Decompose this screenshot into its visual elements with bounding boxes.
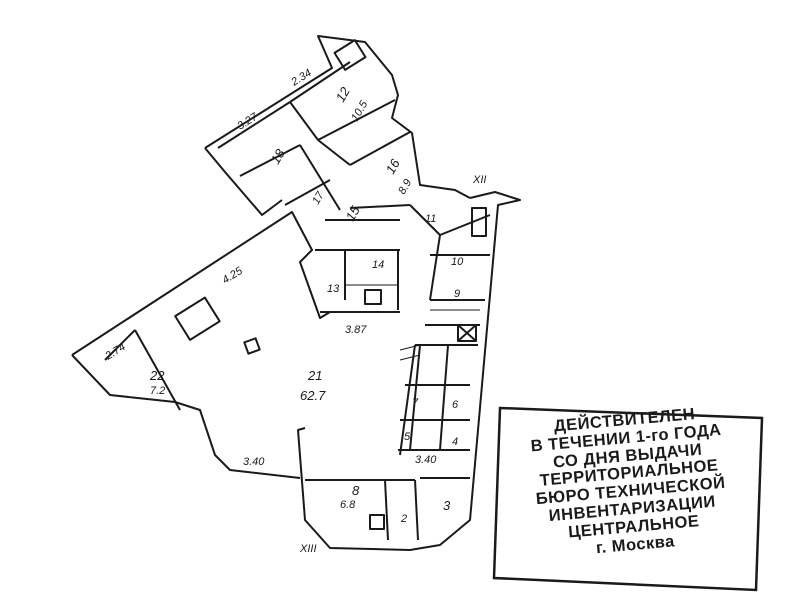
room-label: 10 (451, 256, 464, 268)
room-label: 12 (333, 84, 354, 105)
outer-wall (71, 211, 331, 356)
room-area-label: 62.7 (300, 388, 326, 403)
room-area-label: 8.9 (396, 177, 414, 196)
outer-wall (71, 354, 301, 479)
room-area-label: 10.5 (349, 98, 371, 123)
outer-wall (297, 191, 521, 551)
outer-wall (204, 147, 283, 216)
room-label: 2 (400, 513, 407, 525)
dimension-label: 3.87 (345, 324, 367, 336)
room-label: 14 (372, 259, 384, 271)
room-label: 3 (443, 498, 451, 513)
section-marker: XII (472, 174, 486, 186)
room-label: 13 (327, 283, 340, 295)
validity-stamp: ДЕЙСТВИТЕЛЕН В ТЕЧЕНИИ 1-го ГОДА СО ДНЯ … (499, 401, 760, 565)
room-label: 7 (412, 397, 419, 409)
room-label: 8 (352, 483, 360, 498)
dimension-label: 3.40 (243, 456, 265, 468)
room-label: 18 (268, 146, 289, 167)
room-label: 21 (307, 368, 322, 383)
room-label: 4 (452, 436, 458, 448)
room-label: 9 (454, 288, 460, 300)
stamp-frame (492, 406, 764, 592)
room-area-label: 7.2 (150, 385, 165, 397)
room-label: 5 (404, 431, 411, 443)
outer-wall (204, 35, 471, 199)
room-label: 11 (425, 213, 436, 225)
room-label: 16 (383, 156, 404, 177)
dimension-label: 2.34 (288, 67, 313, 89)
section-marker: XIII (299, 543, 317, 555)
room-label: 17 (310, 189, 327, 206)
dimension-label: 3.40 (415, 454, 437, 466)
room-label: 6 (452, 399, 459, 411)
room-label: 22 (149, 368, 165, 383)
dimension-label: 4.25 (220, 265, 245, 287)
room-area-label: 6.8 (340, 499, 356, 511)
